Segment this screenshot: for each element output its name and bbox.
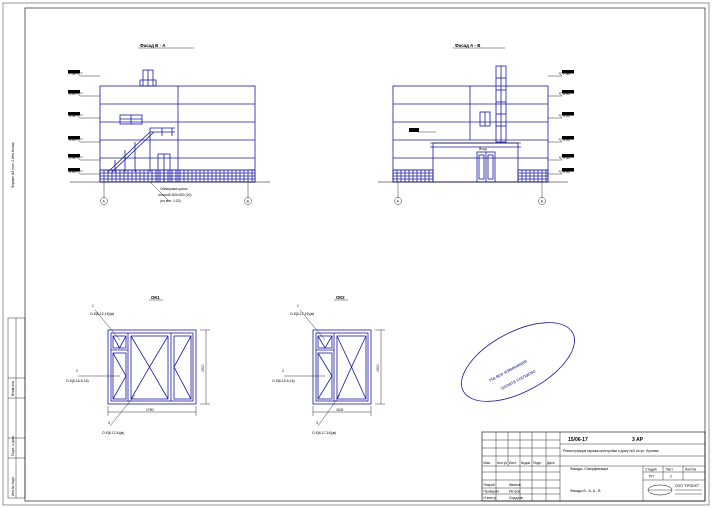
elevation-label: 3.00 — [69, 138, 76, 142]
tb-section: Фасады. Спецификация — [570, 467, 608, 471]
elevation-label: 7.50 — [69, 72, 76, 76]
ok1-top-index: 1 — [92, 304, 94, 308]
elevation-marker: 4.50 — [548, 112, 574, 119]
tb-role-1: Проверил — [484, 490, 500, 494]
elevation-marker: 3.00 — [548, 136, 574, 143]
ok1-bottom-mark: О-б(6-12-6)(м) — [102, 431, 124, 435]
tb-header-2: Лист — [509, 461, 517, 465]
tb-stage-v-1: 2 — [670, 475, 672, 479]
elevation-marker: 4.50 — [68, 112, 100, 119]
left-callout-line-3: (по мет. 1:20) — [160, 199, 181, 203]
elevation-label: 7.50 — [563, 72, 570, 76]
tb-stage-h-0: Стадия — [645, 468, 657, 472]
left-axis-2-marker — [244, 197, 252, 205]
right-axis-2-label: В — [541, 199, 544, 203]
ok1-title: ОК1 — [151, 295, 160, 300]
elevation-label: 0.00 — [69, 170, 76, 174]
ok2-left-index: 2 — [282, 369, 284, 373]
left-callout-line-1: Облицовка цокол. — [160, 187, 188, 191]
elevation-right: Фасад А - В Вход 7.506.004.503 — [378, 43, 574, 205]
tb-header-5: Дата — [547, 461, 555, 465]
side-vertical-text: Формат А3 лист 2 Инв.Копир — [11, 142, 15, 188]
elevation-label: 4.50 — [69, 114, 76, 118]
elevation-marker: 3.00 — [68, 136, 100, 143]
elevation-marker: 0.00 — [548, 168, 574, 175]
right-axis-1-marker — [394, 197, 402, 205]
window-ok1: ОК1 1 О-б(6-12-16)(м) 2 О-б(6-16-6-16) 3… — [66, 295, 210, 435]
right-door-note: Вход — [479, 147, 487, 151]
tb-header-4: Подп. — [533, 461, 542, 465]
left-axis-1-marker — [100, 197, 108, 205]
left-axis-2-label: В — [247, 199, 250, 203]
window-ok2: ОК2 1 О-б(6-17-16)(м) 2 О-б(6-16-6-16) 3… — [272, 295, 385, 435]
tb-name-1: Петров — [509, 490, 521, 494]
elevation-marker: 7.50 — [68, 70, 100, 77]
ok2-height-dim: 1500 — [376, 364, 380, 372]
tb-code: 15/06-17 — [568, 437, 588, 443]
ok1-left-index: 2 — [76, 369, 78, 373]
title-block: Изм. Кол.уч Лист №док. Подп. Дата Разраб… — [481, 431, 706, 502]
tb-stage-h-2: Листов — [685, 468, 696, 472]
elevation-label: 1.50 — [69, 156, 76, 160]
ok1-height-dim: 1500 — [201, 364, 205, 372]
approval-stamp: На все изменения оплата согласно — [461, 322, 575, 402]
left-view-title: Фасад В - А — [140, 43, 166, 48]
elevation-label: 6.00 — [69, 92, 76, 96]
right-view-title: Фасад А - В — [455, 43, 480, 48]
side-strip: Формат А3 лист 2 Инв.Копир Взам.инв. Под… — [7, 142, 26, 499]
ok2-top-index: 1 — [297, 304, 299, 308]
tb-project: Реконструкция гаража-пристройки к дому №… — [563, 449, 659, 453]
tb-header-1: Кол.уч — [497, 461, 507, 465]
ok2-bottom-index: 3 — [316, 421, 318, 425]
tb-role-2: Н.контр. — [484, 496, 497, 500]
org-logo-icon — [647, 484, 673, 496]
elevation-label: 0.00 — [563, 170, 570, 174]
ok2-top-mark: О-б(6-17-16)(м) — [290, 312, 314, 316]
tb-drawing: Фасады В - А, А - В. — [570, 489, 601, 493]
ok1-width-dim: 1750 — [146, 408, 154, 412]
elevation-marker: 7.50 — [548, 70, 574, 77]
elevation-label: 4.50 — [563, 114, 570, 118]
right-axis-2-marker — [538, 197, 546, 205]
left-axis-1-label: А — [103, 199, 106, 203]
tb-org: ООО "ПРОЕКТ" — [675, 484, 701, 488]
elevation-label: 3.00 — [563, 138, 570, 142]
tb-name-0: Иванов — [509, 483, 521, 487]
tb-header-0: Изм. — [484, 461, 491, 465]
ok2-left-mark: О-б(6-16-6-16) — [272, 379, 295, 383]
ok1-top-mark: О-б(6-12-16)(м) — [90, 312, 114, 316]
elevation-marker: 6.00 — [68, 90, 100, 97]
sheet-inner-frame — [24, 7, 706, 502]
tb-name-2: Сидоров — [509, 496, 523, 500]
left-callout-line-2: плиткой 300х300 (10) — [158, 193, 192, 197]
ok1-left-mark: О-б(6-16-6-16) — [66, 379, 89, 383]
ok1-bottom-index: 3 — [108, 421, 110, 425]
elevation-marker: 0.00 — [68, 168, 100, 175]
ok2-title: ОК2 — [336, 295, 345, 300]
side-label-1: Взам.инв. — [11, 380, 15, 396]
tb-role-0: Разраб. — [484, 483, 496, 487]
elevation-label: 6.00 — [563, 92, 570, 96]
right-axis-1-label: А — [397, 199, 400, 203]
tb-header-3: №док. — [521, 461, 531, 465]
elevation-marker: 1.50 — [548, 154, 574, 161]
side-label-3: Инв.№ подл. — [11, 476, 15, 496]
tb-sheet-code: 3 АР — [632, 437, 644, 443]
tb-stage-h-1: Лист — [666, 468, 674, 472]
side-label-2: Подп. и дата — [11, 436, 15, 456]
elevation-label: 1.50 — [563, 156, 570, 160]
ok2-width-dim: 1100 — [336, 408, 343, 412]
ok2-bottom-mark: О-б(6-17-16)(м) — [312, 431, 336, 435]
elevation-left: Фасад В - А — [68, 43, 270, 205]
elevation-marker: 6.00 — [548, 90, 574, 97]
tb-stage-v-0: РП — [649, 475, 654, 479]
elevation-marker: 1.50 — [68, 154, 100, 161]
